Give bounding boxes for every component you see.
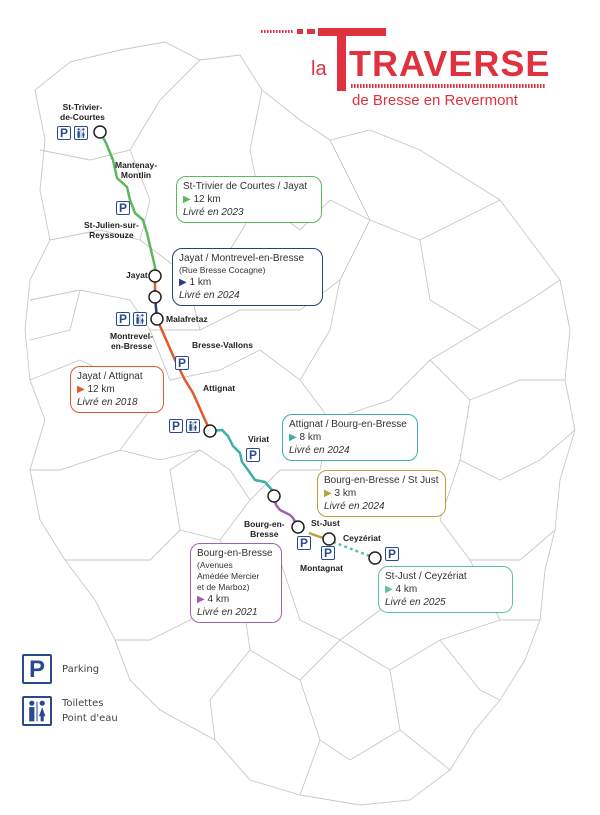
- place-viriat: Viriat: [248, 434, 270, 444]
- legend-parking-label: Parking: [62, 664, 100, 675]
- logo-la: la: [311, 58, 327, 80]
- legend-parking-icon: P: [22, 654, 52, 684]
- segment-note: (Avenues Amédée Mercier et de Marboz): [197, 560, 260, 592]
- route-green: [98, 131, 157, 276]
- place-bourg: Bourg-en- Bresse: [244, 519, 285, 539]
- segment-box-bourg-st-just: Bourg-en-Bresse / St Just ▶ 3 km Livré e…: [317, 470, 446, 517]
- logo-mid-dashes: [350, 84, 546, 88]
- place-st-julien: St-Julien-sur- Reyssouze: [84, 220, 139, 240]
- arrow-icon: ▶: [289, 432, 297, 443]
- stop-bourg-north: [267, 489, 281, 503]
- commune-borders: [24, 41, 576, 806]
- toilets-icon: [133, 312, 147, 326]
- place-ceyzeriat: Ceyzériat: [343, 533, 381, 543]
- segment-name: Bourg-en-Bresse: [197, 548, 273, 559]
- segment-box-jayat-montrevel: Jayat / Montrevel-en-Bresse (Rue Bresse …: [172, 248, 323, 306]
- segment-length: 4 km: [207, 594, 230, 605]
- route-purple: [272, 495, 300, 528]
- logo-subtitle: de Bresse en Revermont: [352, 92, 518, 109]
- stop-montrevel-rue: [148, 290, 162, 304]
- segment-delivered: Livré en 2024: [179, 290, 240, 301]
- stop-st-just: [322, 532, 336, 546]
- stops: [93, 125, 382, 565]
- place-mantenay: Mantenay- Montlin: [115, 160, 158, 180]
- place-montrevel: Montrevel- en-Bresse: [110, 331, 153, 351]
- parking-icon: P: [246, 448, 260, 462]
- arrow-icon: ▶: [179, 277, 187, 288]
- parking-icon: P: [169, 419, 183, 433]
- stop-malafretaz: [150, 312, 164, 326]
- arrow-icon: ▶: [324, 488, 332, 499]
- stop-jayat: [148, 269, 162, 283]
- segment-length: 4 km: [395, 584, 418, 595]
- route-teal: [209, 428, 276, 497]
- segment-length: 8 km: [299, 432, 322, 443]
- parking-icon: P: [116, 312, 130, 326]
- arrow-icon: ▶: [197, 594, 205, 605]
- arrow-icon: ▶: [183, 194, 191, 205]
- segment-name: Bourg-en-Bresse / St Just: [324, 475, 439, 486]
- place-bresse-vallons: Bresse-Vallons: [192, 340, 253, 350]
- segment-box-st-trivier-jayat: St-Trivier de Courtes / Jayat ▶ 12 km Li…: [176, 176, 322, 223]
- route-teal-dotted: [332, 540, 376, 560]
- segment-note: (Rue Bresse Cocagne): [179, 265, 266, 275]
- place-st-just: St-Just: [311, 518, 340, 528]
- segment-length: 12 km: [87, 384, 115, 395]
- segment-length: 1 km: [189, 277, 212, 288]
- logo-t-stem: [337, 28, 346, 91]
- stop-ceyzeriat: [368, 551, 382, 565]
- arrow-icon: ▶: [77, 384, 85, 395]
- legend-toilets-icon: [22, 696, 52, 726]
- segment-box-bourg-avenues: Bourg-en-Bresse (Avenues Amédée Mercier …: [190, 543, 282, 623]
- stop-bourg: [291, 520, 305, 534]
- place-attignat: Attignat: [203, 383, 236, 393]
- segment-box-jayat-attignat: Jayat / Attignat ▶ 12 km Livré en 2018: [70, 366, 164, 413]
- place-malafretaz: Malafretaz: [166, 314, 208, 324]
- segment-name: St-Trivier de Courtes / Jayat: [183, 181, 308, 192]
- arrow-icon: ▶: [385, 584, 393, 595]
- segment-delivered: Livré en 2021: [197, 607, 258, 618]
- segment-delivered: Livré en 2018: [77, 397, 138, 408]
- segment-delivered: Livré en 2024: [324, 501, 385, 512]
- place-jayat: Jayat: [126, 270, 148, 280]
- parking-icon: P: [116, 201, 130, 215]
- place-st-trivier: St-Trivier- de-Courtes: [60, 102, 105, 122]
- segment-name: Jayat / Montrevel-en-Bresse: [179, 253, 305, 264]
- parking-icon: P: [175, 356, 189, 370]
- toilets-icon: [74, 126, 88, 140]
- segment-box-st-just-ceyzeriat: St-Just / Ceyzériat ▶ 4 km Livré en 2025: [378, 566, 513, 613]
- segment-length: 12 km: [193, 194, 221, 205]
- segment-delivered: Livré en 2025: [385, 597, 446, 608]
- segment-name: Attignat / Bourg-en-Bresse: [289, 419, 407, 430]
- legend-water-label: Point d'eau: [62, 713, 118, 724]
- parking-icon: P: [297, 536, 311, 550]
- segment-delivered: Livré en 2023: [183, 207, 244, 218]
- segment-length: 3 km: [334, 488, 357, 499]
- logo-top-bar: [318, 28, 386, 36]
- parking-icon: P: [57, 126, 71, 140]
- parking-icon: P: [385, 547, 399, 561]
- routes: [98, 131, 376, 560]
- stop-st-trivier: [93, 125, 107, 139]
- segment-box-attignat-bourg: Attignat / Bourg-en-Bresse ▶ 8 km Livré …: [282, 414, 418, 461]
- segment-delivered: Livré en 2024: [289, 445, 350, 456]
- place-montagnat: Montagnat: [300, 563, 343, 573]
- logo-title: TRAVERSE: [349, 43, 551, 84]
- toilets-icon: [186, 419, 200, 433]
- region-outline: [24, 41, 576, 806]
- legend-toilets-label: Toilettes: [62, 698, 104, 709]
- segment-name: St-Just / Ceyzériat: [385, 571, 467, 582]
- stop-attignat: [203, 424, 217, 438]
- logo-stripes: [260, 28, 546, 91]
- logo-top-dashes: [260, 30, 294, 33]
- route-red: [155, 318, 212, 432]
- parking-icon: P: [321, 546, 335, 560]
- segment-name: Jayat / Attignat: [77, 371, 143, 382]
